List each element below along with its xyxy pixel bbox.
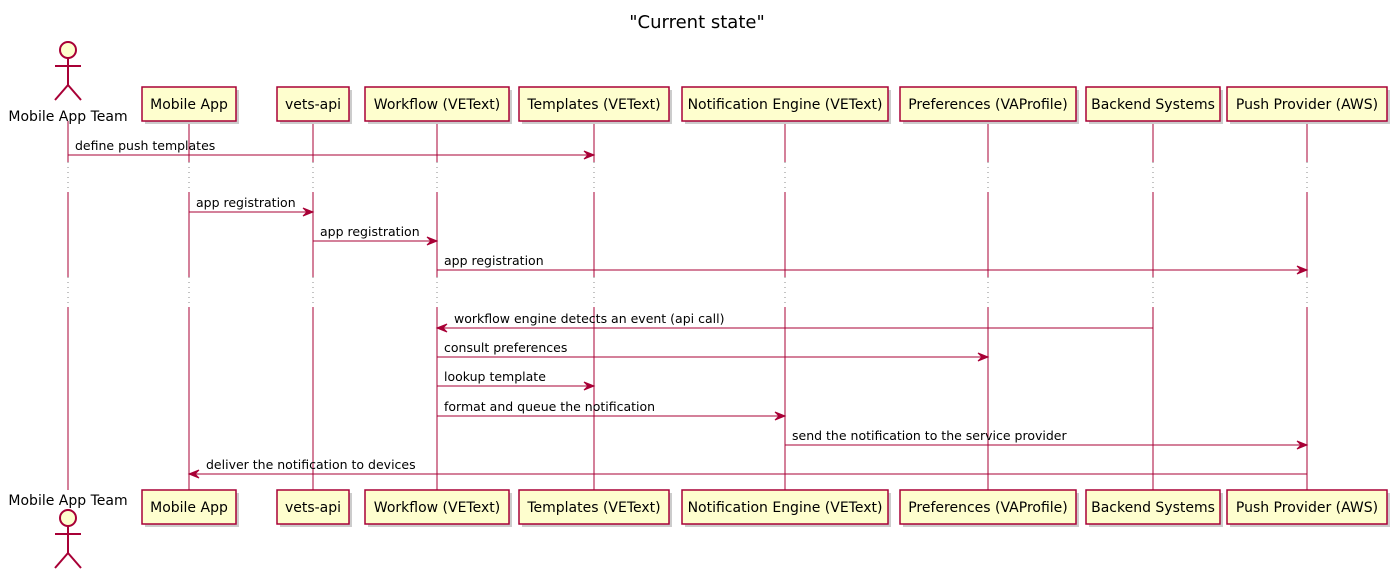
participant-workflow-top: Workflow (VEText)	[364, 86, 512, 124]
participant-box	[518, 86, 670, 122]
arrowhead	[1296, 440, 1309, 450]
participant-templates-bottom: Templates (VEText)	[518, 489, 672, 527]
participant-box	[899, 489, 1077, 525]
message-label: app registration	[320, 224, 420, 239]
participant-box	[1085, 86, 1221, 122]
participants-bottom: Mobile App Team Mobile App vets-api Workflo…	[8, 489, 1390, 569]
message-arrow: app registration	[313, 224, 439, 246]
lifelines	[67, 121, 1308, 490]
message-label: lookup template	[444, 369, 546, 384]
message-label: send the notification to the service pro…	[792, 428, 1067, 443]
participant-api-bottom: vets-api	[276, 489, 352, 527]
participant-label: Mobile App	[150, 97, 228, 113]
participant-label: Templates (VEText)	[526, 500, 660, 516]
participant-engine-top: Notification Engine (VEText)	[681, 86, 891, 124]
participant-label: Workflow (VEText)	[374, 97, 500, 113]
diagram-title: "Current state"	[629, 12, 764, 33]
actor-label: Mobile App Team	[8, 109, 127, 125]
arrowhead	[187, 469, 200, 479]
participant-app-top: Mobile App	[141, 86, 239, 124]
message-arrow: define push templates	[68, 138, 596, 160]
participant-label: Workflow (VEText)	[374, 500, 500, 516]
message-arrow: deliver the notification to devices	[187, 457, 1307, 479]
message-arrow: format and queue the notification	[437, 399, 787, 421]
participant-label: Backend Systems	[1091, 97, 1215, 113]
message-label: deliver the notification to devices	[206, 457, 416, 472]
arrowhead	[426, 236, 439, 246]
participant-box	[681, 86, 889, 122]
participant-label: Templates (VEText)	[526, 97, 660, 113]
participant-box	[276, 86, 350, 122]
message-label: workflow engine detects an event (api ca…	[454, 311, 724, 326]
participant-push-bottom: Push Provider (AWS)	[1226, 489, 1390, 527]
participant-box	[364, 489, 510, 525]
message-arrow: workflow engine detects an event (api ca…	[435, 311, 1153, 333]
participant-label: Push Provider (AWS)	[1236, 500, 1378, 516]
participant-label: Notification Engine (VEText)	[688, 500, 883, 516]
participant-label: Push Provider (AWS)	[1236, 97, 1378, 113]
participant-workflow-bottom: Workflow (VEText)	[364, 489, 512, 527]
participant-label: Notification Engine (VEText)	[688, 97, 883, 113]
participant-prefs-top: Preferences (VAProfile)	[899, 86, 1079, 124]
participant-push-top: Push Provider (AWS)	[1226, 86, 1390, 124]
participant-label: Backend Systems	[1091, 500, 1215, 516]
participant-label: vets-api	[285, 500, 341, 516]
messages: define push templates app registration app…	[68, 138, 1309, 479]
participant-box	[518, 489, 670, 525]
participant-box	[899, 86, 1077, 122]
arrowhead	[774, 411, 787, 421]
arrowhead	[583, 150, 596, 160]
arrowhead	[435, 323, 448, 333]
participant-box	[1226, 489, 1388, 525]
participant-label: Preferences (VAProfile)	[908, 97, 1068, 113]
participant-box	[141, 489, 237, 525]
participant-templates-top: Templates (VEText)	[518, 86, 672, 124]
participant-api-top: vets-api	[276, 86, 352, 124]
arrowhead	[302, 207, 315, 217]
participant-box	[364, 86, 510, 122]
participant-app-bottom: Mobile App	[141, 489, 239, 527]
message-label: consult preferences	[444, 340, 567, 355]
message-arrow: app registration	[437, 253, 1309, 275]
participant-box	[1226, 86, 1388, 122]
participant-backend-top: Backend Systems	[1085, 86, 1223, 124]
actor-figure	[54, 41, 82, 101]
participant-prefs-bottom: Preferences (VAProfile)	[899, 489, 1079, 527]
message-arrow: app registration	[189, 195, 315, 217]
participant-engine-bottom: Notification Engine (VEText)	[681, 489, 891, 527]
participant-box	[141, 86, 237, 122]
participant-label: vets-api	[285, 97, 341, 113]
actor-label: Mobile App Team	[8, 493, 127, 509]
participant-box	[1085, 489, 1221, 525]
message-arrow: consult preferences	[437, 340, 990, 362]
participant-backend-bottom: Backend Systems	[1085, 489, 1223, 527]
participant-box	[276, 489, 350, 525]
arrowhead	[1296, 265, 1309, 275]
participant-label: Mobile App	[150, 500, 228, 516]
participant-label: Preferences (VAProfile)	[908, 500, 1068, 516]
message-label: define push templates	[75, 138, 215, 153]
message-label: format and queue the notification	[444, 399, 655, 414]
message-label: app registration	[196, 195, 296, 210]
message-label: app registration	[444, 253, 544, 268]
participants-top: Mobile App Team Mobile App vets-api Workflo…	[8, 41, 1390, 125]
arrowhead	[977, 352, 990, 362]
arrowhead	[583, 381, 596, 391]
actor-figure	[54, 509, 82, 569]
participant-box	[681, 489, 889, 525]
message-arrow: lookup template	[437, 369, 596, 391]
message-arrow: send the notification to the service pro…	[785, 428, 1309, 450]
